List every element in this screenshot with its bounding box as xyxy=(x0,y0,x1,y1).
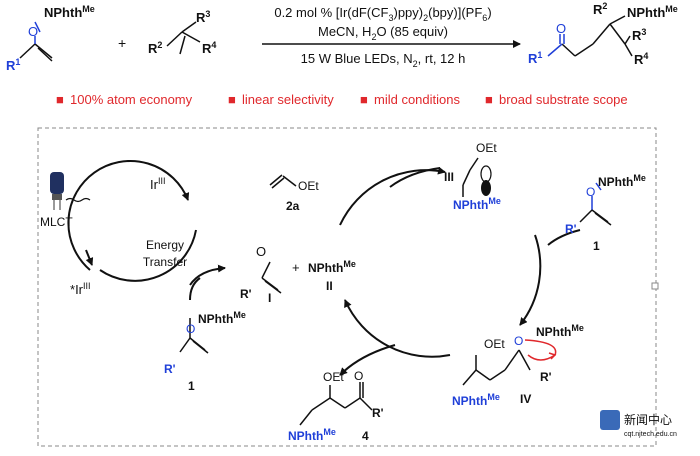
feature-atom-economy: 100% atom economy xyxy=(70,92,193,107)
vinyl-ether-label: 2a xyxy=(286,199,300,213)
reaction-conditions: 0.2 mol % [Ir(dF(CF3)ppy)2(bpy)](PF6) Me… xyxy=(262,5,521,69)
vinyl-ether-oet: OEt xyxy=(298,179,319,193)
reagent-1-right: O NPhthMe R' 1 xyxy=(565,173,646,253)
product-4-r: R' xyxy=(372,406,384,420)
energy-transfer-arrow xyxy=(189,264,226,286)
energy-transfer-label-1: Energy xyxy=(146,238,184,252)
radical-I-label: I xyxy=(268,291,271,305)
intermediate-III-nphth: NPhthMe xyxy=(453,196,501,212)
reactant-2-structure: R2 R3 R4 xyxy=(148,9,216,56)
conditions-line-3: 15 W Blue LEDs, N2, rt, 12 h xyxy=(301,51,466,69)
product-4-oet: OEt xyxy=(323,370,344,384)
intermediate-III-oet: OEt xyxy=(476,141,497,155)
conditions-line-2: MeCN, H2O (85 equiv) xyxy=(318,24,448,42)
electron-push-arrowhead xyxy=(548,352,557,360)
feature-bullet: ■ xyxy=(56,92,64,107)
chain-arrow-to-II xyxy=(344,299,451,358)
product-structure: O R1 R2 NPhthMe R3 R4 xyxy=(528,1,678,67)
radical-II-label: II xyxy=(326,279,333,293)
reagent-1-right-oxygen: O xyxy=(586,185,595,199)
led-icon xyxy=(50,172,91,210)
chain-arrow-to-product xyxy=(339,344,396,376)
electron-push-arrow xyxy=(524,339,557,361)
feature-mild-conditions: mild conditions xyxy=(374,92,460,107)
reagent-1-bottom-nphth: NPhthMe xyxy=(198,310,246,326)
radical-I-r: R' xyxy=(240,287,252,301)
feature-list: ■ 100% atom economy ■ linear selectivity… xyxy=(56,92,628,107)
radical-I: O R' I xyxy=(240,244,282,305)
intermediate-IV-nphth-bottom: NPhthMe xyxy=(452,392,500,408)
photocatalyst-cycle xyxy=(67,160,226,301)
reagent-1-right-nphth: NPhthMe xyxy=(598,173,646,189)
radical-II: NPhthMe xyxy=(308,259,356,275)
energy-transfer-label-2: Transfer xyxy=(143,255,187,269)
reactant-2-r3: R3 xyxy=(196,9,210,25)
watermark-url: cqt.njtech.edu.cn xyxy=(624,431,677,438)
plus-sign: + xyxy=(118,35,126,51)
ir-cycle-arc-top xyxy=(67,160,190,271)
chain-arrow-to-III xyxy=(339,166,446,226)
product-oxygen: O xyxy=(556,21,566,36)
product-nphth: NPhthMe xyxy=(627,4,678,20)
reagent-1-right-label: 1 xyxy=(593,239,600,253)
ir-cycle-arc-bottom xyxy=(99,229,197,282)
reactant-2-r2: R2 xyxy=(148,40,162,56)
mechanism-frame xyxy=(37,127,657,447)
product-r1: R1 xyxy=(528,50,542,66)
product-4: OEt O R' NPhthMe 4 xyxy=(288,369,384,443)
ethyl-vinyl-ether: OEt 2a xyxy=(269,174,319,213)
feature-bullet: ■ xyxy=(485,92,493,107)
feature-bullet: ■ xyxy=(360,92,368,107)
radical-chain-cycle xyxy=(339,166,581,376)
ir-cycle-arrow-down xyxy=(85,249,94,266)
reagent-1-bottom-label: 1 xyxy=(188,379,195,393)
reagent-1-bottom: O NPhthMe R' 1 xyxy=(164,310,246,393)
product-r3: R3 xyxy=(632,27,646,43)
product-4-label: 4 xyxy=(362,429,369,443)
reactant-1-oxygen: O xyxy=(28,24,38,39)
reactant-1-structure: O NPhthMe R1 xyxy=(6,4,95,73)
radicals-plus: + xyxy=(292,260,300,275)
frame-handle xyxy=(651,282,659,290)
feature-bullet: ■ xyxy=(228,92,236,107)
feature-broad-scope: broad substrate scope xyxy=(499,92,628,107)
reagent-1-right-r: R' xyxy=(565,222,577,236)
intermediate-IV-label: IV xyxy=(520,392,531,406)
reactant-2-r4: R4 xyxy=(202,40,216,56)
intermediate-III-label: III xyxy=(444,170,454,184)
conditions-line-1: 0.2 mol % [Ir(dF(CF3)ppy)2(bpy)](PF6) xyxy=(274,5,491,23)
reactant-1-nphth: NPhthMe xyxy=(44,4,95,20)
intermediate-IV-oet: OEt xyxy=(484,337,505,351)
intermediate-IV-r: R' xyxy=(540,370,552,384)
product-4-nphth: NPhthMe xyxy=(288,427,336,443)
reagent-1-bottom-r: R' xyxy=(164,362,176,376)
product-4-oxygen: O xyxy=(354,369,363,383)
radical-I-oxygen: O xyxy=(256,244,266,259)
watermark-logo: 新闻中心 cqt.njtech.edu.cn xyxy=(600,410,677,438)
reagent-entry-arrow xyxy=(547,229,581,246)
vinyl-entry-arrow xyxy=(389,167,441,188)
reagent-1-bottom-oxygen: O xyxy=(186,322,195,336)
chain-arrow-to-IV xyxy=(519,234,542,326)
ir-ground-state: IrIII xyxy=(150,176,165,192)
watermark-title: 新闻中心 xyxy=(624,412,672,427)
mlct-label: MLCT xyxy=(40,215,73,229)
feature-linear-selectivity: linear selectivity xyxy=(242,92,334,107)
intermediate-IV: OEt O NPhthMe NPhthMe R' IV xyxy=(452,323,584,408)
intermediate-IV-oxygen: O xyxy=(514,334,523,348)
reactant-1-r1: R1 xyxy=(6,57,20,73)
ir-excited-state: *IrIII xyxy=(70,281,91,297)
energy-transfer-arrow-tail xyxy=(189,277,201,301)
product-r2: R2 xyxy=(593,1,607,17)
intermediate-IV-nphth-top: NPhthMe xyxy=(536,323,584,339)
intermediate-III: OEt III NPhthMe xyxy=(444,141,501,212)
product-r4: R4 xyxy=(634,51,648,67)
